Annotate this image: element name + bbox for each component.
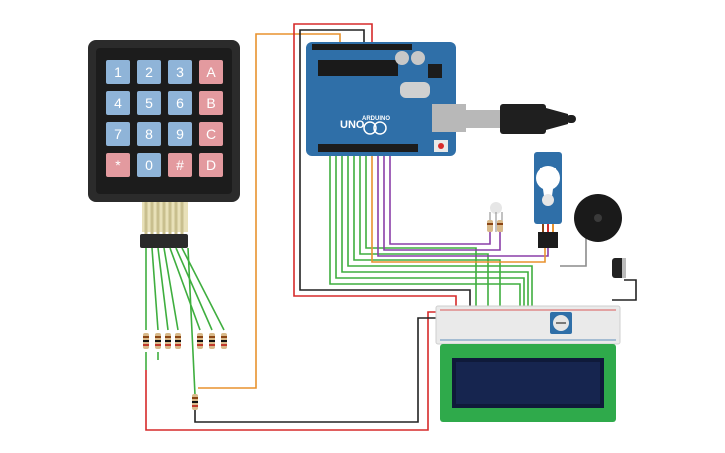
keypad-4x4[interactable]: 1 2 3 A 4 5 6 B 7 8 9 C * 0 # D [88, 40, 240, 248]
digital-header [312, 44, 412, 50]
keypad-header [140, 234, 188, 248]
keypad-key-label: B [206, 95, 215, 111]
resistor-bank-left [143, 333, 227, 410]
keypad-key-label: 3 [176, 64, 184, 80]
usb-cable [466, 104, 576, 134]
keypad-key-2[interactable]: 2 [137, 60, 161, 84]
keypad-key-A[interactable]: A [199, 60, 223, 84]
usb-port [432, 104, 466, 132]
keypad-key-4[interactable]: 4 [106, 91, 130, 115]
keypad-key-label: 5 [145, 95, 153, 111]
keypad-key-9[interactable]: 9 [168, 122, 192, 146]
keypad-key-label: 6 [176, 95, 184, 111]
keypad-key-label: D [206, 157, 216, 173]
keypad-key-0[interactable]: 0 [137, 153, 161, 177]
keypad-key-D[interactable]: D [199, 153, 223, 177]
keypad-key-label: 7 [114, 126, 122, 142]
buzzer-wire [560, 235, 587, 267]
rgb-led [487, 202, 503, 232]
keypad-key-label: A [206, 64, 216, 80]
power-wires [145, 23, 471, 431]
keypad-key-#[interactable]: # [168, 153, 192, 177]
servo-signal-wire [371, 150, 546, 263]
keypad-wires [145, 247, 225, 396]
servo-motor[interactable] [534, 152, 562, 248]
keypad-key-8[interactable]: 8 [137, 122, 161, 146]
keypad-key-label: 0 [145, 157, 153, 173]
capacitor [612, 258, 626, 278]
signal-wires [329, 150, 533, 330]
keypad-key-7[interactable]: 7 [106, 122, 130, 146]
keypad-key-label: 9 [176, 126, 184, 142]
keypad-key-5[interactable]: 5 [137, 91, 161, 115]
keypad-key-label: 2 [145, 64, 153, 80]
lcd-display[interactable] [440, 344, 616, 422]
board-brand: ARDUINO [362, 116, 390, 122]
keypad-key-1[interactable]: 1 [106, 60, 130, 84]
keypad-key-label: # [176, 157, 184, 173]
keypad-key-3[interactable]: 3 [168, 60, 192, 84]
keypad-key-*[interactable]: * [106, 153, 130, 177]
analog-power-header [318, 144, 418, 152]
keypad-ribbon-pins [144, 202, 184, 236]
keypad-key-label: 8 [145, 126, 153, 142]
crystal [400, 82, 430, 98]
atmega-chip [318, 60, 398, 76]
keypad-key-6[interactable]: 6 [168, 91, 192, 115]
keypad-key-label: 4 [114, 95, 122, 111]
purple-wires [377, 150, 549, 257]
arduino-uno[interactable]: UNO ARDUINO [306, 42, 466, 156]
keypad-key-label: 1 [114, 64, 122, 80]
keypad-key-label: C [206, 126, 216, 142]
keypad-key-label: * [115, 157, 121, 173]
piezo-buzzer[interactable] [574, 194, 622, 242]
breadboard [435, 305, 621, 345]
board-model: UNO [340, 119, 365, 131]
keypad-keys: 1 2 3 A 4 5 6 B 7 8 9 C * 0 # D [106, 60, 223, 177]
keypad-key-C[interactable]: C [199, 122, 223, 146]
keypad-key-B[interactable]: B [199, 91, 223, 115]
capacitor-wire [612, 279, 637, 301]
potentiometer[interactable] [550, 312, 572, 334]
